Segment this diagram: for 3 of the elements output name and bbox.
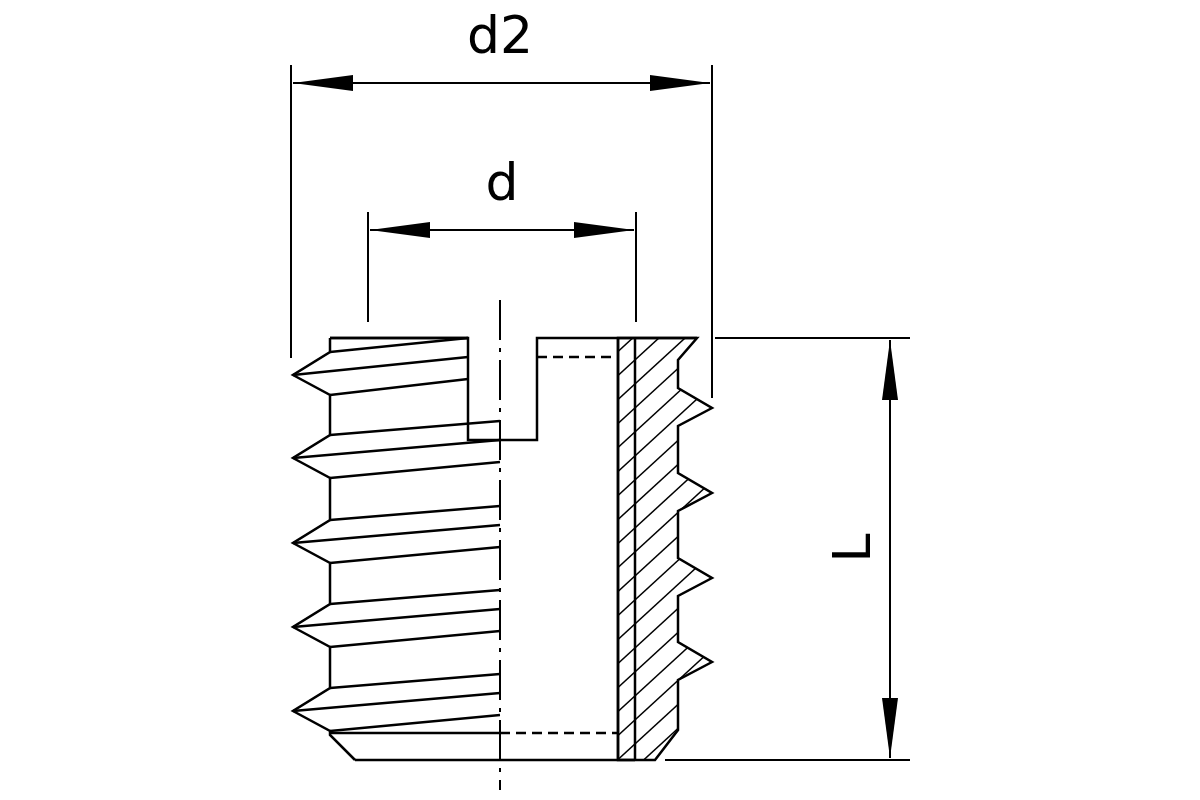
dimension-label: d2 (466, 9, 534, 61)
dimension-label: L (826, 533, 878, 563)
dimension-label: d (485, 156, 519, 208)
